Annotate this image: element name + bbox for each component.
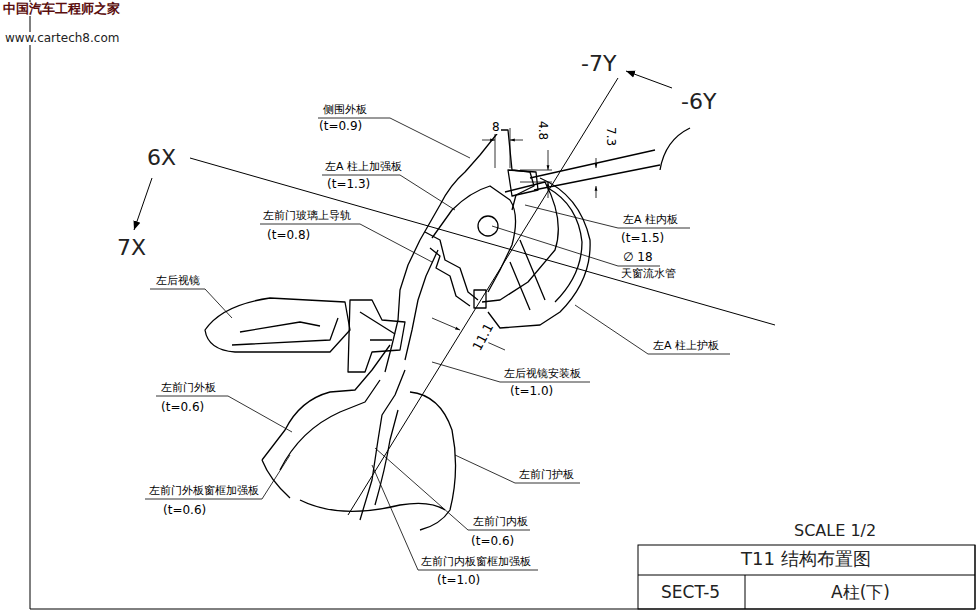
- thickness-label: (t=0.9): [318, 120, 363, 133]
- part-label: 左前门内板窗框加强板: [420, 556, 532, 568]
- section-mark: -6Y: [680, 90, 717, 114]
- section-mark: -7Y: [580, 52, 617, 76]
- thickness-label: (t=0.6): [162, 504, 207, 517]
- watermark: 中国汽车工程师之家: [2, 2, 121, 16]
- thickness-label: (t=0.6): [160, 401, 205, 414]
- dimension: 8: [491, 121, 501, 134]
- part-label: 左A 柱上加强板: [324, 161, 403, 173]
- part-label: 左前门外板窗框加强板: [148, 485, 260, 497]
- part-label: 侧围外板: [322, 104, 368, 116]
- part-label: 左前门内板: [472, 516, 529, 528]
- watermark-url: www.cartech8.com: [4, 32, 120, 45]
- part-label: 左前门玻璃上导轨: [262, 210, 352, 222]
- part-label: 左A 柱上护板: [652, 340, 720, 352]
- frame: [30, 0, 975, 609]
- pillar-section: [205, 128, 690, 530]
- thickness-label: (t=1.0): [436, 574, 481, 587]
- title-cell: A柱(下): [830, 583, 891, 602]
- part-label: 左后视镜: [155, 275, 201, 287]
- dimension: ∅ 18: [622, 251, 654, 264]
- thickness-label: (t=0.8): [266, 229, 311, 242]
- title-cell: T11 结构布置图: [740, 549, 872, 569]
- thickness-label: (t=1.0): [509, 385, 554, 398]
- part-label: 左后视镜安装板: [503, 368, 582, 380]
- section-mark: 6X: [146, 146, 177, 170]
- dimension-lines: [432, 128, 596, 350]
- thickness-label: (t=1.5): [620, 232, 665, 245]
- thickness-label: (t=1.3): [326, 178, 371, 191]
- part-label: 左前门护板: [518, 469, 575, 481]
- leader-lines: [145, 118, 730, 570]
- dimension: 4.8: [536, 120, 549, 141]
- part-label: 左A 柱内板: [622, 214, 679, 226]
- thickness-label: (t=0.6): [470, 535, 515, 548]
- section-mark: 7X: [116, 236, 147, 260]
- dimension: 7.3: [604, 126, 617, 147]
- title-cell: SECT-5: [660, 583, 721, 602]
- part-label: 左前门外板: [160, 382, 217, 394]
- part-label: 天窗流水管: [620, 268, 677, 280]
- dimension: 11.1: [470, 320, 497, 354]
- scale-note: SCALE 1/2: [793, 522, 877, 540]
